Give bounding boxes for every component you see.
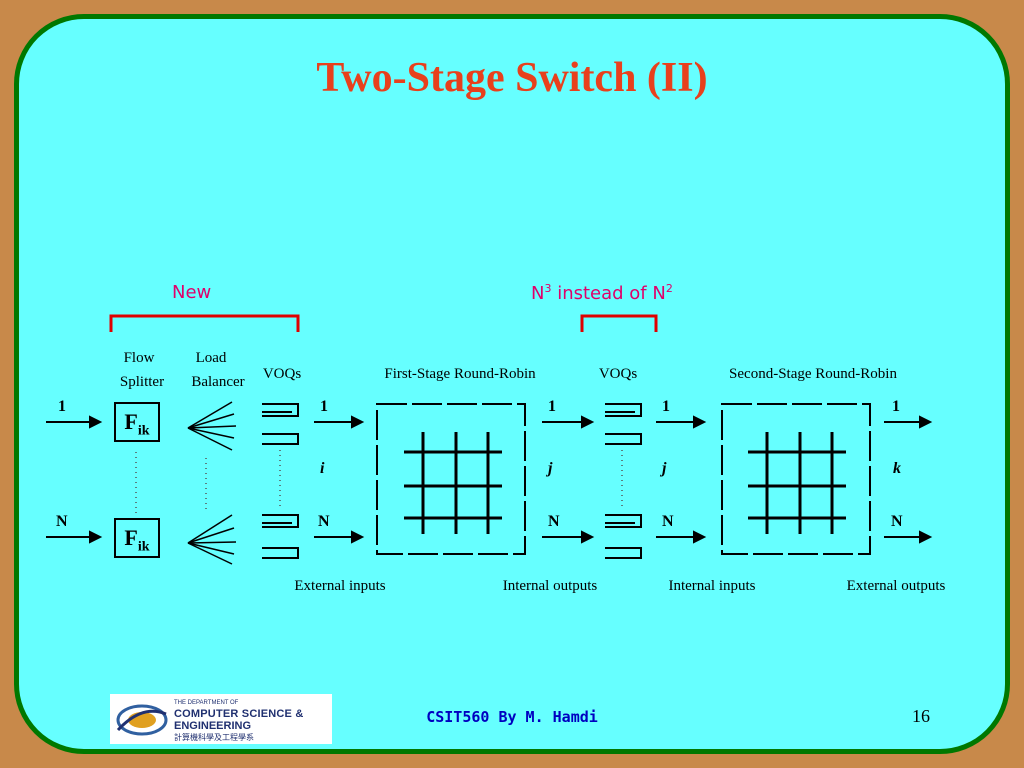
port-s2-in-mid: j bbox=[662, 460, 667, 477]
logo-line-4: 計算機科學及工程學系 bbox=[174, 733, 254, 742]
port-s2-in-bottom: N bbox=[662, 513, 674, 530]
port-s1-in-mid: i bbox=[320, 460, 325, 477]
label-voqs-2: VOQs bbox=[598, 366, 638, 382]
label-balancer: Balancer bbox=[191, 374, 245, 390]
department-logo: THE DEPARTMENT OF COMPUTER SCIENCE & ENG… bbox=[110, 694, 332, 744]
annotation-n3: N3 instead of N2 bbox=[531, 282, 673, 304]
label-load: Load bbox=[195, 350, 227, 366]
label-external-inputs: External inputs bbox=[294, 578, 386, 594]
logo-line-3: ENGINEERING bbox=[174, 720, 252, 732]
page-number: 16 bbox=[912, 706, 930, 726]
port-s1-out-bottom: N bbox=[548, 513, 560, 530]
label-first-stage-rr: First-Stage Round-Robin bbox=[384, 366, 536, 382]
logo-line-1: THE DEPARTMENT OF bbox=[174, 700, 239, 706]
port-s1-in-bottom: N bbox=[318, 513, 330, 530]
port-s1-in-top: 1 bbox=[320, 398, 328, 415]
label-internal-outputs: Internal outputs bbox=[502, 578, 598, 594]
port-s2-out-bottom: N bbox=[891, 513, 903, 530]
annotation-new: New bbox=[172, 282, 212, 303]
footer-credit: CSIT560 By M. Hamdi bbox=[426, 708, 598, 726]
label-voqs-1: VOQs bbox=[262, 366, 302, 382]
flow-splitter-top: Fik bbox=[114, 402, 160, 442]
slide-panel bbox=[14, 14, 1010, 754]
logo-line-2: COMPUTER SCIENCE & bbox=[174, 708, 304, 720]
port-s1-out-top: 1 bbox=[548, 398, 556, 415]
label-internal-inputs: Internal inputs bbox=[668, 578, 756, 594]
bracket-new bbox=[109, 314, 300, 332]
bracket-n3 bbox=[580, 314, 658, 332]
flow-splitter-bottom: Fik bbox=[114, 518, 160, 558]
port-s2-out-top: 1 bbox=[892, 398, 900, 415]
label-second-stage-rr: Second-Stage Round-Robin bbox=[729, 366, 897, 382]
port-in-bottom: N bbox=[56, 513, 68, 530]
port-s2-out-mid: k bbox=[893, 460, 901, 477]
label-external-outputs: External outputs bbox=[846, 578, 946, 594]
port-s2-in-top: 1 bbox=[662, 398, 670, 415]
logo-emblem-icon bbox=[116, 704, 168, 736]
label-splitter: Splitter bbox=[119, 374, 165, 390]
slide-title: Two-Stage Switch (II) bbox=[316, 55, 708, 101]
port-s1-out-mid: j bbox=[548, 460, 553, 477]
port-in-top: 1 bbox=[58, 398, 66, 415]
label-flow: Flow bbox=[123, 350, 155, 366]
